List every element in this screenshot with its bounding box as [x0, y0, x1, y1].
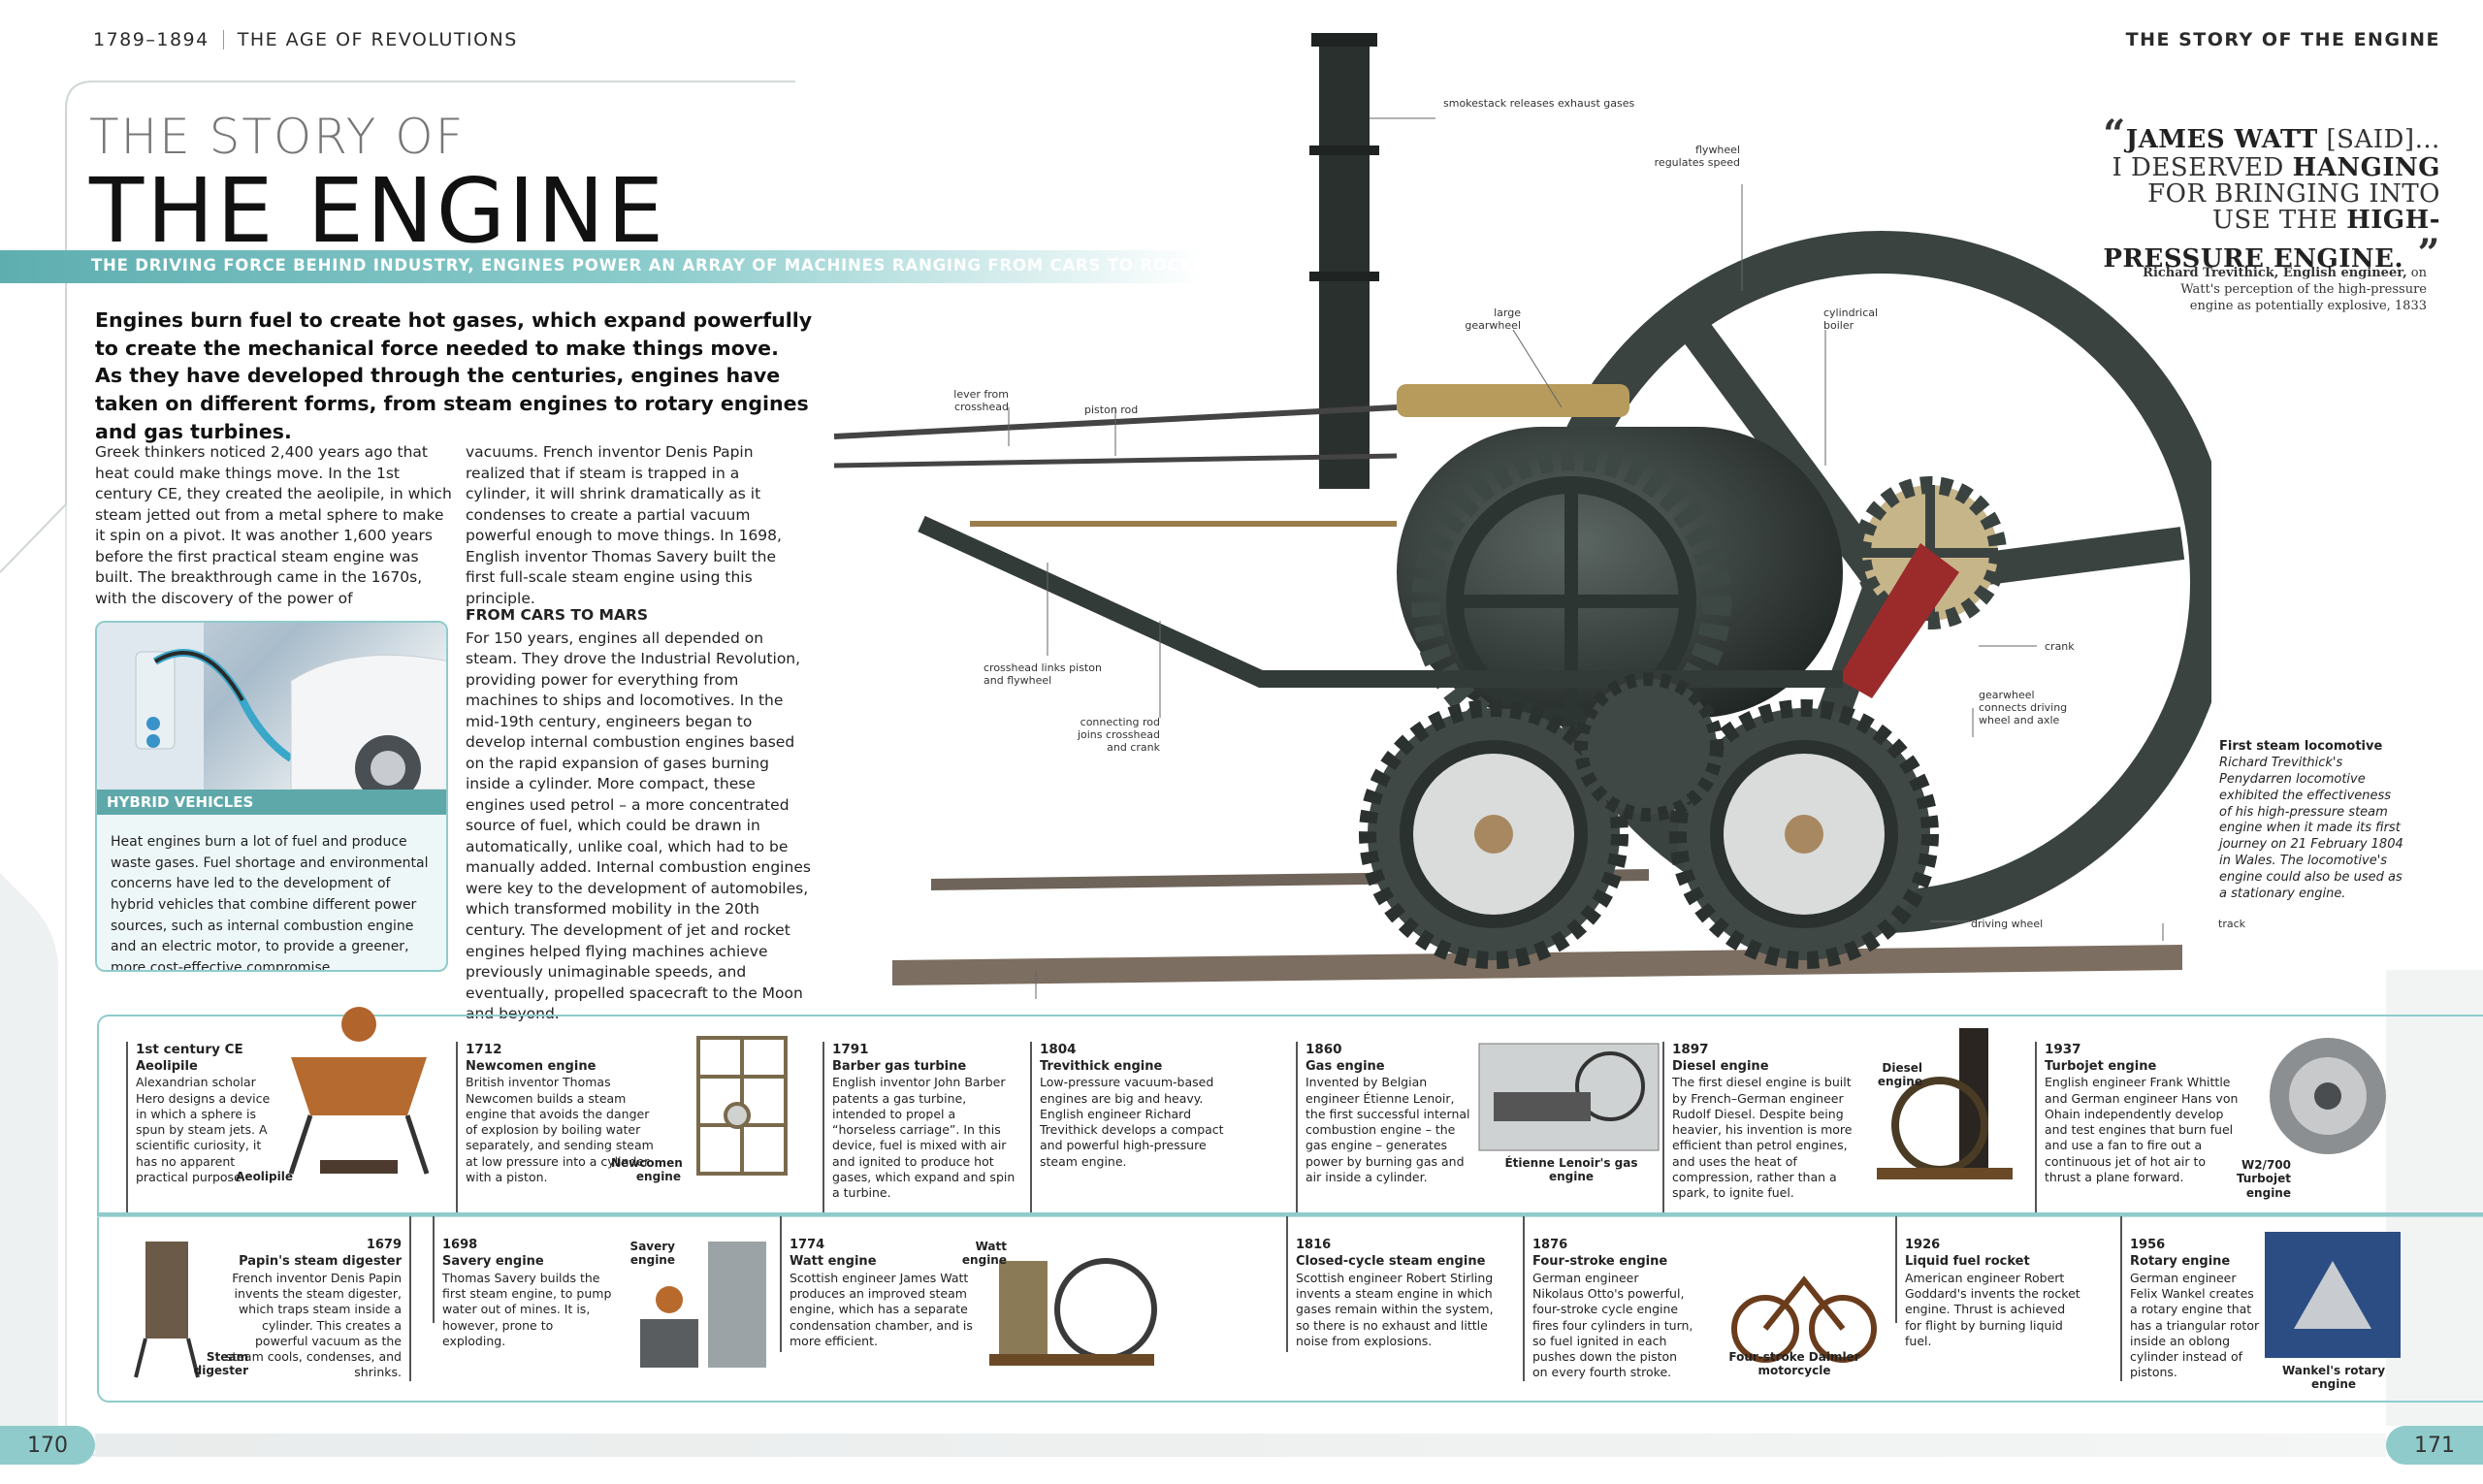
page-title: THE ENGINE — [89, 159, 667, 263]
label-connecting-rod: connecting rod joins crosshead and crank — [1077, 716, 1160, 755]
caption-newcomen: Newcomen engine — [611, 1156, 683, 1184]
caption-lenoir: Étienne Lenoir's gas engine — [1504, 1156, 1638, 1184]
label-driving-wheel: driving wheel — [1971, 918, 2044, 930]
timeline-event-watt: 1774 Watt engine Scottish engineer James… — [780, 1216, 974, 1352]
header-separator — [222, 30, 224, 49]
timeline-event-digester: 1679 Papin's steam digester French inven… — [223, 1216, 411, 1381]
first-locomotive-title: First steam locomotive — [2219, 739, 2383, 754]
label-gearwheel-axle: gearwheel connects driving wheel and axl… — [1979, 689, 2068, 727]
smokestack — [1319, 33, 1370, 489]
timeline-axis-shadow — [97, 1216, 2483, 1217]
savery-engine-image — [640, 1242, 766, 1368]
charging-car-illustration — [97, 623, 446, 801]
aeolipile-image — [288, 1007, 430, 1175]
subtitle-band — [0, 250, 1203, 283]
caption-diesel: Diesel engine — [1877, 1061, 1922, 1089]
watt-engine-image — [989, 1258, 1157, 1366]
label-crosshead: crosshead links piston and flywheel — [984, 661, 1102, 688]
running-header: 1789–1894 THE AGE OF REVOLUTIONS — [93, 29, 518, 50]
quote-attribution: Richard Trevithick, English engineer, on… — [2143, 266, 2427, 313]
first-locomotive-text: Richard Trevithick's Penydarren locomoti… — [2219, 755, 2403, 902]
timeline-event-wankel: 1956 Rotary engine German engineer Felix… — [2120, 1216, 2260, 1381]
timeline-event-newcomen: 1712 Newcomen engine British inventor Th… — [456, 1042, 681, 1212]
timeline-event-gas-engine: 1860 Gas engine Invented by Belgian engi… — [1296, 1042, 1474, 1212]
caption-daimler: Four-stroke Daimler motorcycle — [1728, 1350, 1860, 1378]
locomotive-illustration — [833, 33, 2211, 999]
red-crank — [1838, 543, 1959, 698]
section-heading: FROM CARS TO MARS — [466, 606, 649, 624]
header-section: THE AGE OF REVOLUTIONS — [237, 29, 518, 50]
body-column-2b: FROM CARS TO MARS For 150 years, engines… — [466, 605, 811, 1025]
hybrid-text: Heat engines burn a lot of fuel and prod… — [111, 834, 429, 972]
label-lever: lever from crosshead — [953, 388, 1009, 414]
timeline-event-goddard: 1926 Liquid fuel rocket American enginee… — [1895, 1216, 2085, 1348]
diesel-engine-image — [1877, 1028, 2013, 1179]
body-column-1: Greek thinkers noticed 2,400 years ago t… — [95, 443, 452, 607]
header-dates: 1789–1894 — [93, 29, 210, 50]
label-crank: crank — [2045, 640, 2075, 653]
label-flywheel: flywheel regulates speed — [1654, 144, 1740, 170]
pull-quote: “JAMES WATT [SAID]… I DESERVED HANGING F… — [2103, 112, 2440, 276]
caption-steam-digester: Steam digester — [193, 1350, 248, 1378]
intro-paragraph: Engines burn fuel to create hot gases, w… — [95, 308, 813, 443]
timeline-event-diesel: 1897 Diesel engine The first diesel engi… — [1662, 1042, 1864, 1212]
title-line-1: THE STORY OF — [89, 109, 466, 165]
page-number-left: 170 — [0, 1426, 95, 1465]
timeline-event-four-stroke: 1876 Four-stroke engine German engineer … — [1523, 1216, 1693, 1381]
timeline-axis — [97, 1212, 2483, 1216]
timeline-event-turbojet: 1937 Turbojet engine English engineer Fr… — [2035, 1042, 2242, 1212]
hybrid-car-photo — [97, 623, 446, 801]
label-large-gearwheel: large gearwheel — [1465, 306, 1521, 333]
steam-digester-image — [134, 1242, 200, 1378]
quote-close-mark: ” — [2403, 230, 2440, 276]
first-locomotive-caption: First steam locomotive Richard Trevithic… — [2219, 739, 2403, 903]
subtitle: THE DRIVING FORCE BEHIND INDUSTRY, ENGIN… — [91, 256, 1229, 274]
timeline-event-barber: 1791 Barber gas turbine English inventor… — [822, 1042, 1016, 1212]
timeline-event-stirling: 1816 Closed-cycle steam engine Scottish … — [1286, 1216, 1509, 1352]
middle-gear — [1574, 672, 1724, 822]
timeline-box — [97, 1015, 2483, 1403]
quote-open-mark: “ — [2103, 112, 2126, 157]
hybrid-label: HYBRID VEHICLES — [97, 790, 446, 815]
caption-savery: Savery engine — [629, 1240, 675, 1268]
turbojet-image — [2270, 1038, 2386, 1154]
running-header-right: THE STORY OF THE ENGINE — [2125, 29, 2440, 50]
caption-turbojet: W2/700 Turbojet engine — [2236, 1158, 2291, 1200]
timeline-event-trevithick: 1804 Trevithick engine Low-pressure vacu… — [1030, 1042, 1234, 1212]
caption-aeolipile: Aeolipile — [236, 1170, 293, 1183]
label-piston-rod: piston rod — [1084, 403, 1139, 416]
newcomen-image — [696, 1036, 788, 1176]
label-smokestack: smokestack releases exhaust gases — [1443, 97, 1635, 110]
page-number-right: 171 — [2386, 1426, 2483, 1465]
footer-band — [95, 1434, 2386, 1457]
timeline-event-aeolipile: 1st century CE Aeolipile Alexandrian sch… — [126, 1042, 281, 1212]
timeline-illustrations — [134, 1007, 2401, 1378]
daimler-motorcycle-image — [1731, 1275, 1877, 1363]
body-column-2: vacuums. French inventor Denis Papin rea… — [466, 443, 782, 607]
large-gearwheel — [1411, 441, 1731, 761]
label-cylindrical-boiler: cylindrical boiler — [1823, 306, 1879, 333]
brass-cylinder — [1397, 384, 1629, 417]
hybrid-vehicles-box: HYBRID VEHICLES Heat engines burn a lot … — [95, 621, 448, 972]
caption-wankel: Wankel's rotary engine — [2281, 1364, 2386, 1392]
label-track: track — [2218, 918, 2245, 930]
caption-watt: Watt engine — [961, 1240, 1007, 1268]
timeline-event-savery: 1698 Savery engine Thomas Savery builds … — [433, 1216, 617, 1348]
section-text: For 150 years, engines all depended on s… — [466, 629, 811, 1023]
